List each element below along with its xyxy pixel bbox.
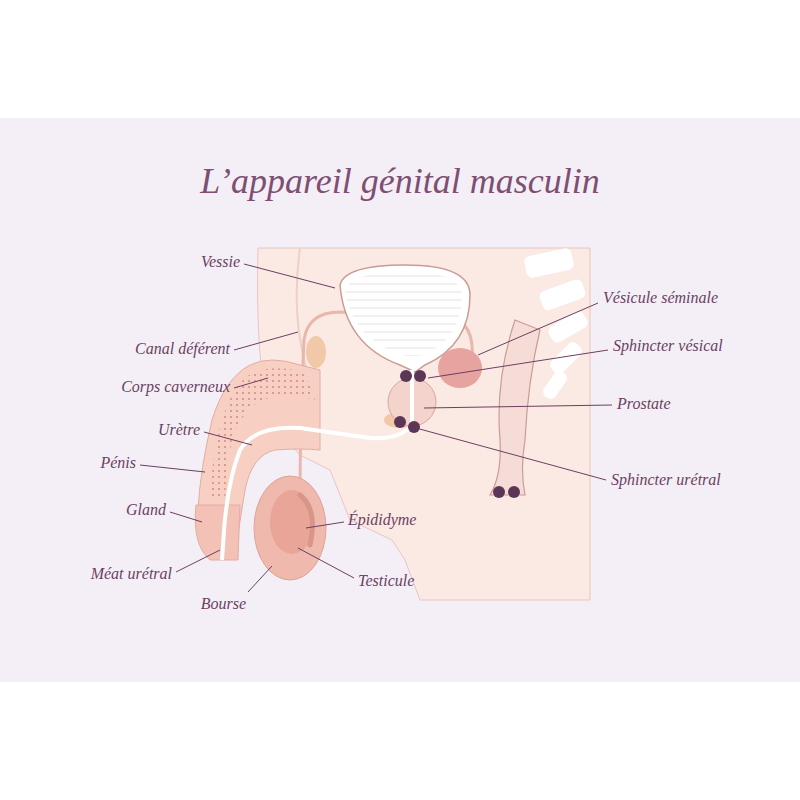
part-label: Bourse — [201, 595, 246, 613]
part-label: Vésicule séminale — [603, 289, 718, 307]
part-label: Prostate — [617, 395, 671, 413]
part-label: Corps caverneux — [121, 378, 230, 396]
part-label: Sphincter urétral — [611, 471, 721, 489]
part-label: Méat urétral — [91, 565, 172, 583]
background-band — [0, 118, 800, 682]
part-label: Vessie — [201, 253, 240, 271]
part-label: Épididyme — [348, 511, 416, 529]
testicle — [270, 490, 314, 554]
urethra — [222, 370, 412, 560]
part-label: Sphincter vésical — [613, 337, 723, 355]
glans — [195, 505, 240, 560]
diagram-title: L’appareil génital masculin — [0, 160, 800, 202]
leader-lines — [140, 264, 612, 592]
sphincter-dots — [394, 370, 520, 498]
part-label: Canal déférent — [135, 340, 230, 358]
epididymis — [300, 495, 312, 545]
seminal-vesicle — [438, 348, 482, 388]
scrotum — [254, 476, 326, 580]
part-label: Pénis — [100, 454, 136, 472]
part-label: Testicule — [358, 572, 414, 590]
spine — [523, 247, 590, 401]
tissue — [306, 336, 326, 368]
part-label: Urètre — [158, 421, 200, 439]
bladder-texture — [345, 272, 462, 356]
part-label: Gland — [126, 501, 166, 519]
